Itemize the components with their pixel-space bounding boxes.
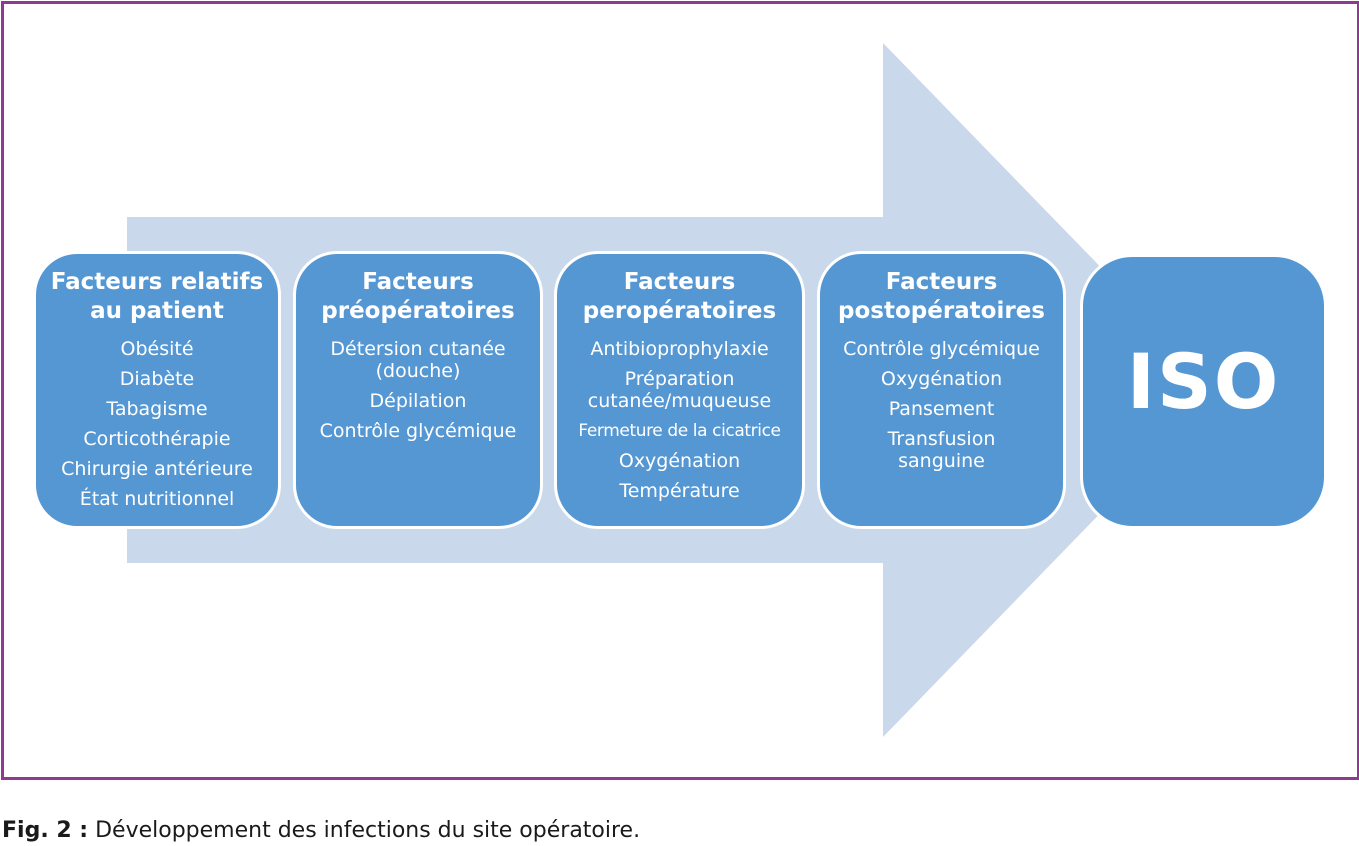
factor-fermeture-cicatrice: Fermeture de la cicatrice bbox=[578, 421, 781, 441]
stage-box-peroperatoires: Facteurs peropératoires Antibioprophylax… bbox=[554, 251, 805, 529]
factor-obesite: Obésité bbox=[120, 338, 194, 360]
factor-tabagisme: Tabagisme bbox=[106, 398, 208, 420]
factor-oxygenation: Oxygénation bbox=[618, 450, 741, 472]
stage-title: Facteurs peropératoires bbox=[582, 269, 777, 324]
factor-depilation: Dépilation bbox=[369, 390, 467, 412]
stage-title: Facteurs postopératoires bbox=[838, 269, 1045, 324]
factor-controle-glycemique: Contrôle glycémique bbox=[843, 338, 1040, 360]
factor-temperature: Température bbox=[619, 480, 740, 502]
factor-diabete: Diabète bbox=[119, 368, 195, 390]
outcome-label: ISO bbox=[1126, 337, 1281, 426]
stage-title: Facteurs préopératoires bbox=[321, 269, 515, 324]
factor-chirurgie-anterieure: Chirurgie antérieure bbox=[61, 458, 253, 480]
stage-box-postoperatoires: Facteurs postopératoires Contrôle glycém… bbox=[817, 251, 1066, 529]
caption-text: Développement des infections du site opé… bbox=[88, 818, 641, 843]
stage-title: Facteurs relatifs au patient bbox=[50, 269, 264, 324]
factor-antibioprophylaxie: Antibioprophylaxie bbox=[590, 338, 769, 360]
stage-box-patient: Facteurs relatifs au patient Obésité Dia… bbox=[33, 251, 281, 529]
stage-box-preoperatoires: Facteurs préopératoires Détersion cutané… bbox=[293, 251, 543, 529]
outcome-box-iso: ISO bbox=[1080, 254, 1327, 529]
figure-caption: Fig. 2 : Développement des infections du… bbox=[2, 818, 640, 844]
factor-pansement: Pansement bbox=[888, 398, 995, 420]
factor-controle-glycemique: Contrôle glycémique bbox=[319, 420, 517, 442]
figure-frame bbox=[1, 1, 1359, 780]
factor-preparation-cutanee: Préparation cutanée/muqueuse bbox=[587, 368, 772, 412]
factor-corticotherapie: Corticothérapie bbox=[83, 428, 231, 450]
factor-detersion-cutanee: Détersion cutanée (douche) bbox=[330, 338, 506, 382]
factor-etat-nutritionnel: État nutritionnel bbox=[79, 488, 235, 510]
caption-label: Fig. 2 : bbox=[2, 818, 89, 843]
factor-oxygenation: Oxygénation bbox=[880, 368, 1003, 390]
factor-transfusion-sanguine: Transfusion sanguine bbox=[887, 428, 996, 472]
